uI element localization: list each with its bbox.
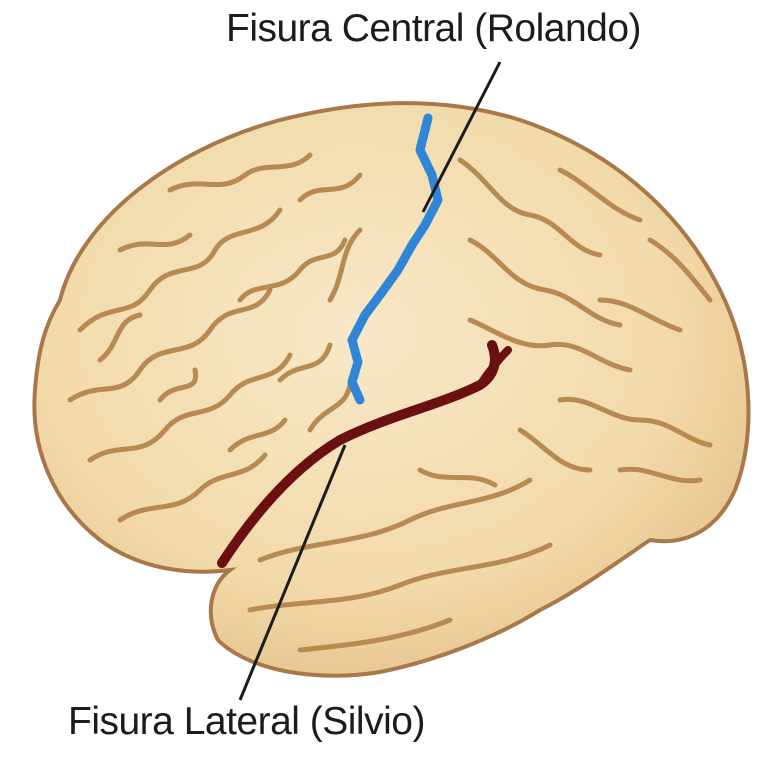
lateral-fissure-label: Fisura Lateral (Silvio) [68,700,425,744]
central-fissure-label: Fisura Central (Rolando) [226,7,641,51]
